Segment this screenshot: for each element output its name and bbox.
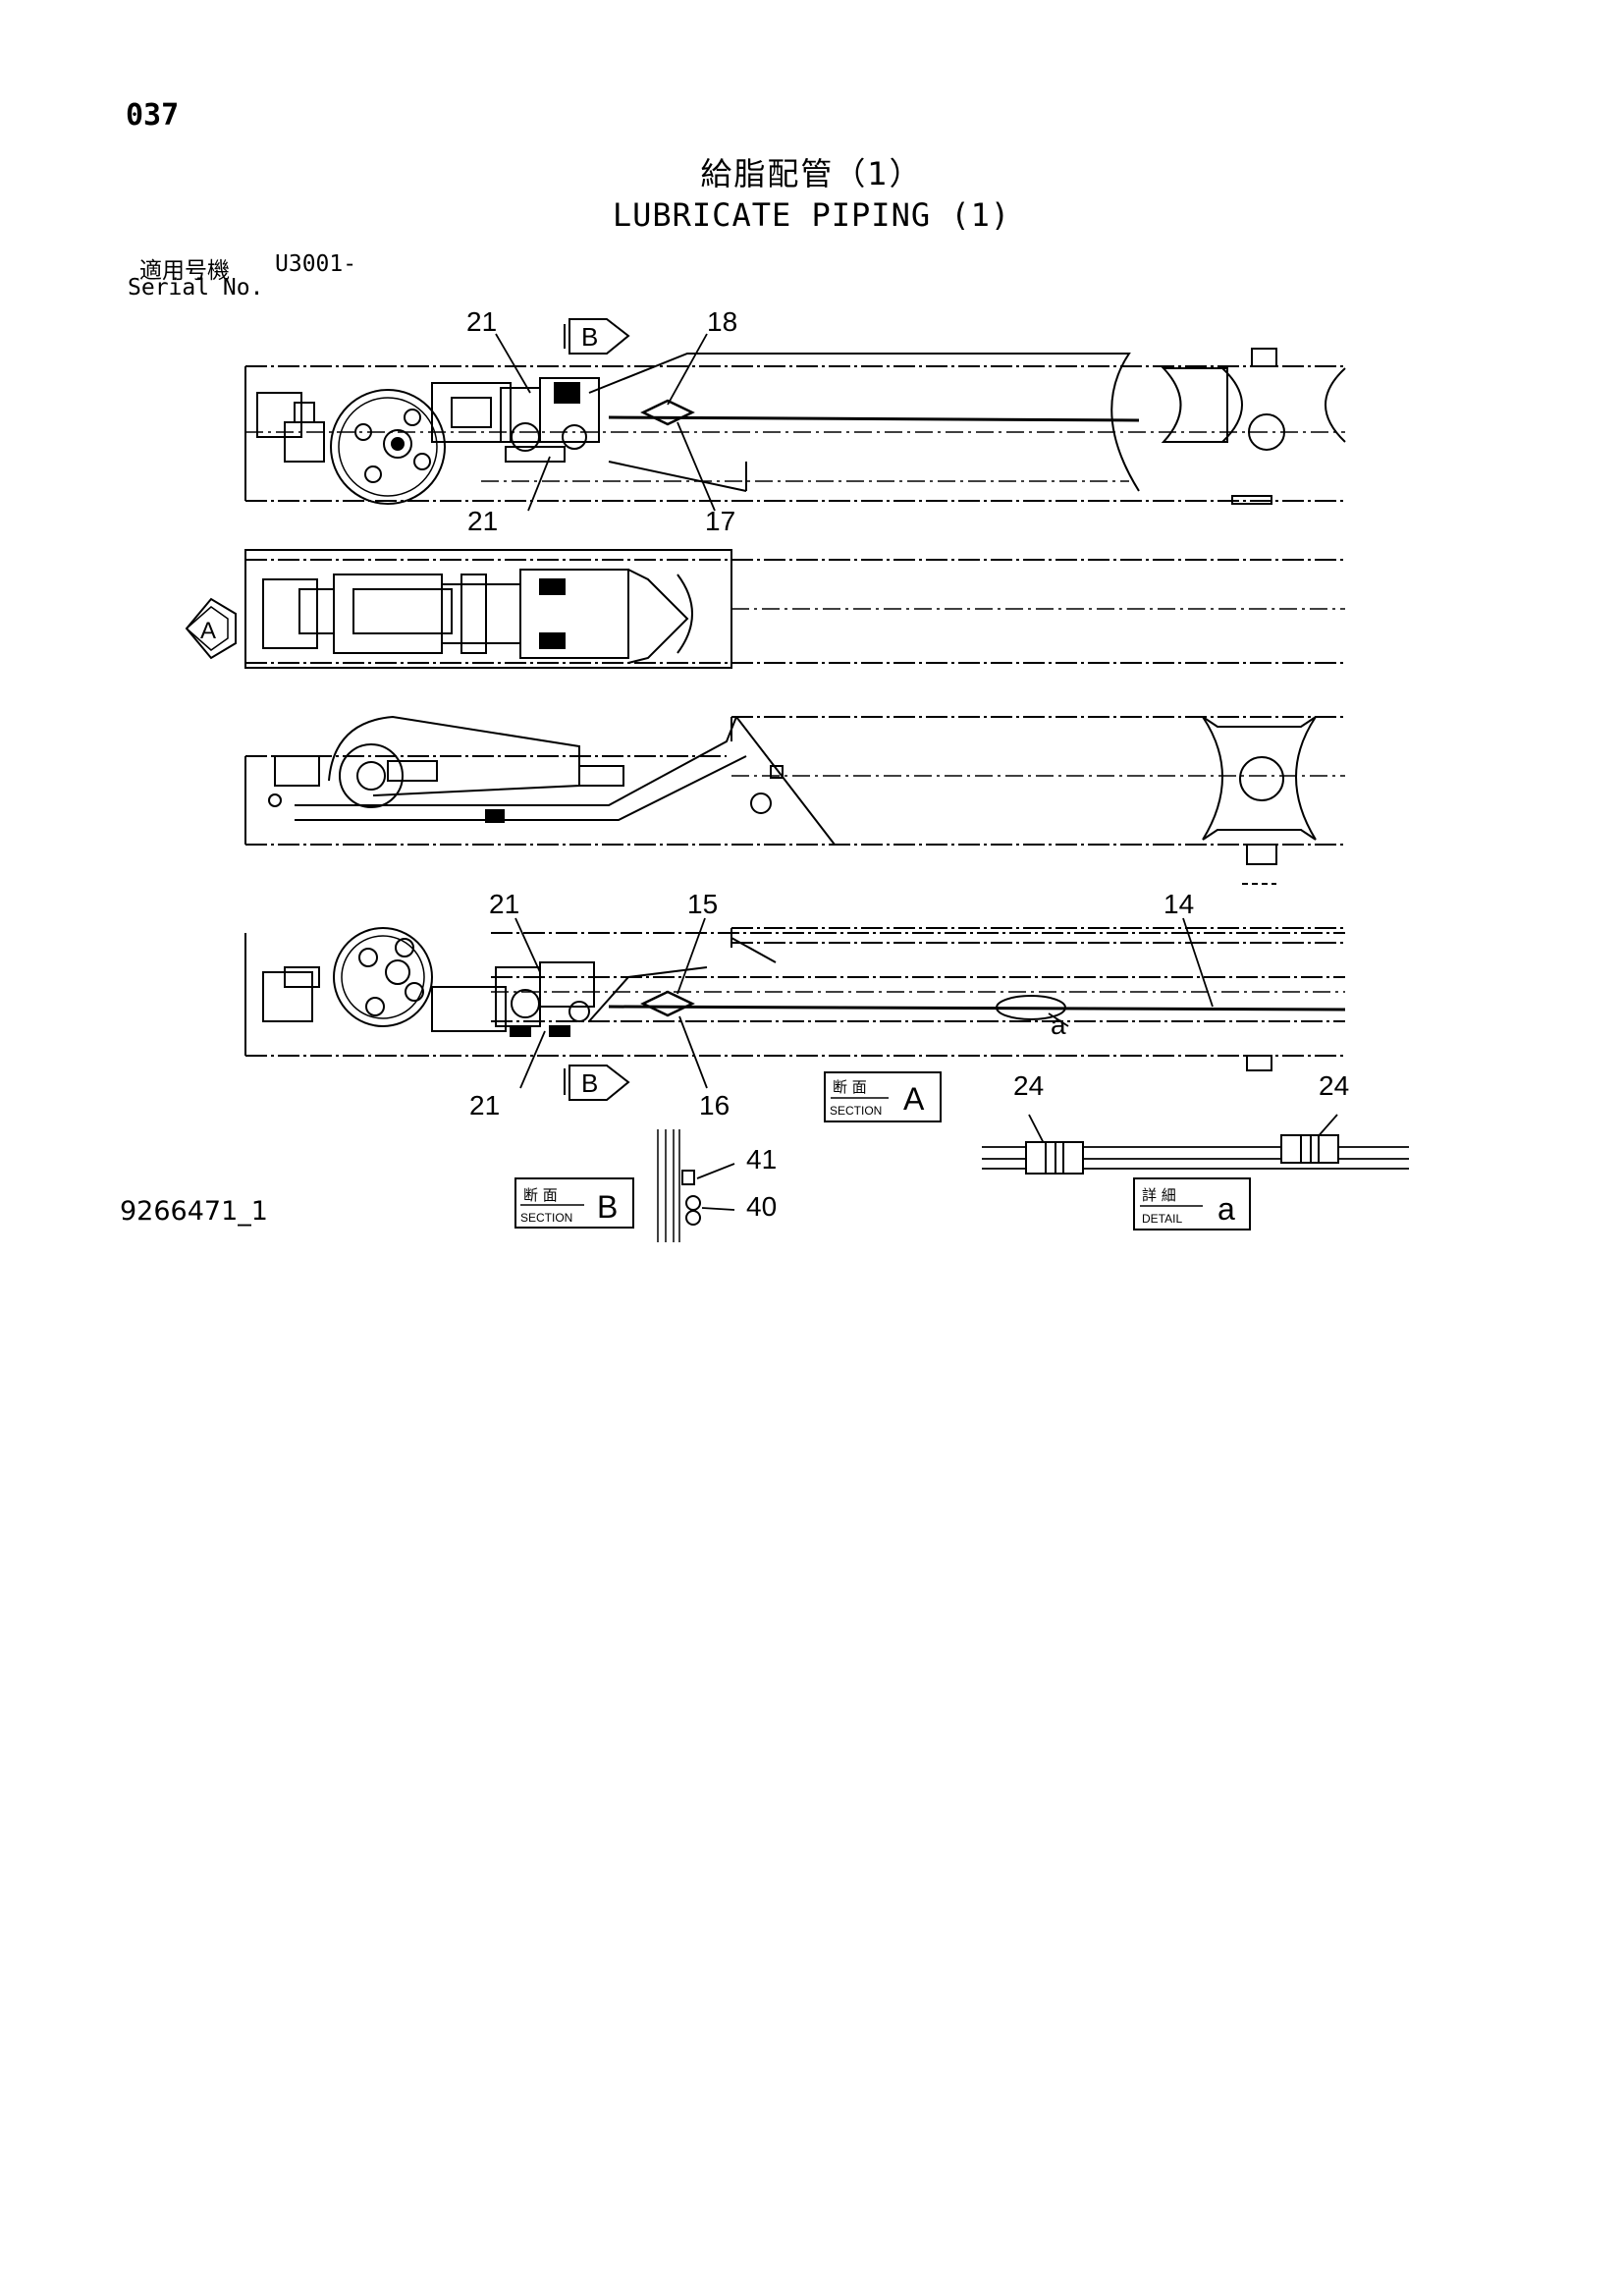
detail-a-marker: a — [1051, 1010, 1066, 1040]
section-a-jp: 断 面 — [833, 1078, 867, 1096]
document-id: 9266471_1 — [120, 1196, 268, 1227]
detail-a-en: DETAIL — [1142, 1212, 1182, 1226]
title-english: LUBRICATE PIPING (1) — [612, 196, 1011, 234]
view-bottom-side — [244, 715, 1345, 885]
detail-a-letter: a — [1217, 1191, 1235, 1227]
callout-21-section-upper: 21 — [489, 889, 519, 919]
callout-16: 16 — [699, 1090, 730, 1121]
section-a-letter: A — [903, 1081, 925, 1117]
section-b-detail — [514, 1129, 701, 1242]
callout-21-section-lower: 21 — [469, 1090, 500, 1121]
view-a-letter: A — [200, 618, 216, 644]
view-b-letter-top: B — [581, 322, 598, 352]
section-a-box — [824, 1071, 942, 1122]
callout-40: 40 — [746, 1191, 777, 1222]
section-b-en: SECTION — [520, 1211, 572, 1225]
serial-value: U3001- — [275, 251, 357, 277]
view-top-side — [244, 348, 1346, 505]
callout-numbers: 21 21 18 17 21 15 14 a 21 16 24 24 41 40… — [200, 306, 1349, 1227]
callout-24-right: 24 — [1319, 1070, 1349, 1101]
callout-41: 41 — [746, 1144, 777, 1175]
page-number: 037 — [126, 98, 180, 133]
section-b-arrow-bottom — [564, 1065, 630, 1101]
title-japanese: 給脂配管（1） — [700, 155, 923, 192]
section-a-en: SECTION — [830, 1104, 882, 1118]
callout-17: 17 — [705, 506, 735, 536]
view-plan — [185, 549, 1345, 669]
serial-label-jp: 適用号機 — [139, 258, 230, 284]
callout-15: 15 — [687, 889, 718, 919]
detail-a-drawing — [982, 1134, 1409, 1230]
serial-label-en: Serial No. — [128, 275, 264, 301]
detail-a-jp: 詳 細 — [1142, 1186, 1176, 1204]
view-b-letter-bottom: B — [581, 1068, 598, 1098]
view-section — [244, 927, 1346, 1071]
leader-lines — [495, 333, 1338, 1211]
section-b-arrow-top — [564, 318, 630, 355]
callout-18: 18 — [707, 306, 737, 337]
section-b-letter: B — [597, 1189, 618, 1225]
callout-21-top-lower: 21 — [467, 506, 498, 536]
section-b-jp: 断 面 — [523, 1186, 558, 1204]
callout-24-left: 24 — [1013, 1070, 1044, 1101]
callout-21-top-upper: 21 — [466, 306, 497, 337]
callout-14: 14 — [1163, 889, 1194, 919]
